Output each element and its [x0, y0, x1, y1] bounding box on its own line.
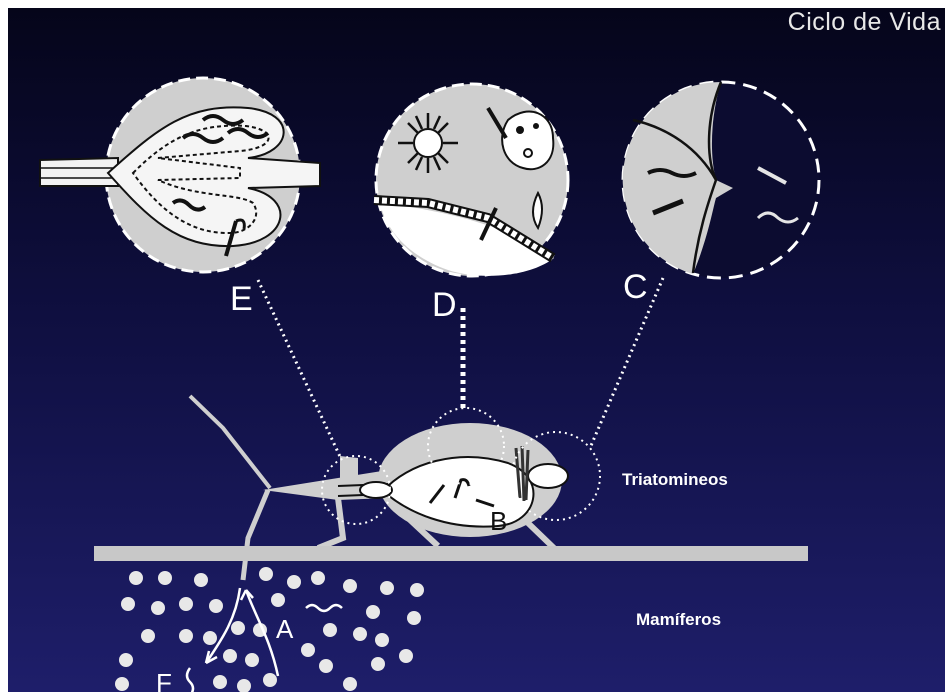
stage-letter-e: E — [230, 280, 253, 318]
label-mamiferos: Mamíferos — [636, 610, 721, 630]
slide: Ciclo de Vida E — [8, 8, 945, 692]
stage-letter-c: C — [623, 268, 648, 306]
trypomastigote-f — [187, 668, 193, 692]
magnified-circle-c: C — [623, 82, 819, 306]
stage-letter-a: A — [276, 614, 294, 644]
magnified-circle-e: E — [40, 78, 320, 318]
skin-surface — [94, 546, 808, 561]
magnified-circle-d: D — [374, 84, 568, 324]
trypomastigote-a — [306, 605, 342, 611]
life-cycle-diagram: E — [8, 8, 945, 692]
stage-letter-f: F — [156, 668, 172, 692]
stage-letter-b: B — [490, 506, 507, 536]
label-triatomineos: Triatomineos — [622, 470, 728, 490]
stage-letter-d: D — [432, 286, 457, 324]
